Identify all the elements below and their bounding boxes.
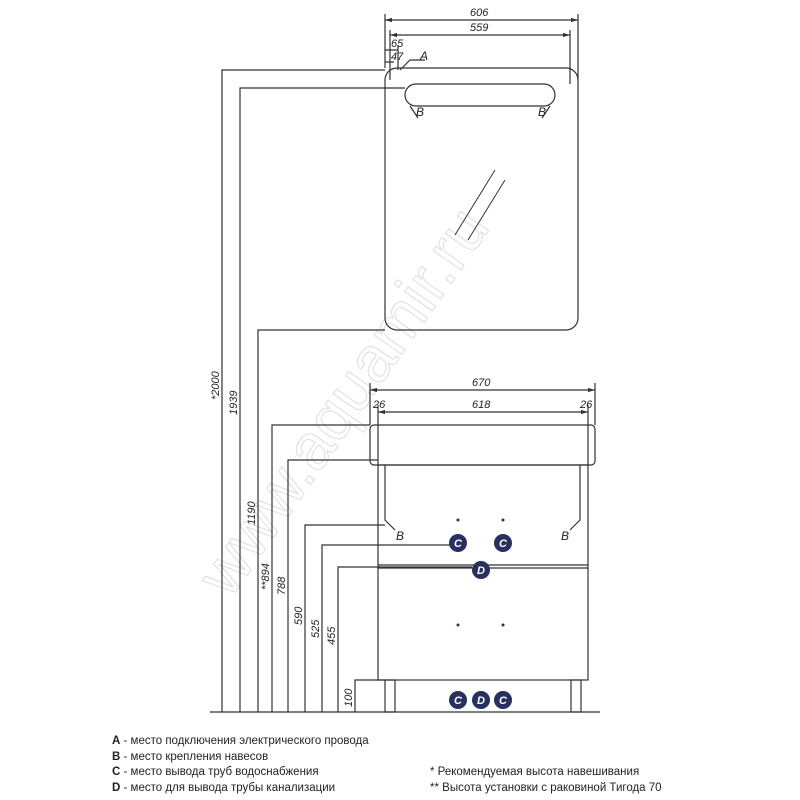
marker-d [472, 561, 490, 579]
legend-key: B [112, 750, 121, 763]
dim-side-left: 26 [372, 399, 386, 411]
legend-item-a: A - место подключения электрического про… [112, 734, 369, 750]
mirror-outline [384, 67, 579, 331]
marker-c-label: C [454, 695, 463, 707]
height-455: 455 [326, 626, 338, 645]
note-install-height: ** Высота установки с раковиной Тигода 7… [430, 781, 662, 794]
legend-key: C [112, 766, 121, 778]
marker-d [472, 691, 490, 709]
dim-mirror-width: 606 [470, 7, 489, 19]
marker-c-label: C [499, 695, 508, 707]
legend: A - место подключения электрического про… [112, 734, 369, 796]
marker-c [449, 691, 467, 709]
height-1939: 1939 [228, 391, 240, 415]
dim-mirror-inner: 559 [470, 22, 488, 34]
sink-top [369, 424, 596, 466]
leg-right [570, 679, 582, 713]
marker-d-label: D [477, 695, 485, 707]
marker-c-label: C [454, 538, 463, 550]
height-525: 525 [310, 619, 322, 638]
height-894: **894 [260, 563, 272, 590]
marker-c [494, 691, 512, 709]
notes: * Рекомендуемая высота навешивания ** Вы… [430, 765, 662, 796]
point-a-label: A [419, 49, 428, 63]
legend-item-b: B - место крепления навесов [112, 750, 369, 766]
legend-item-d: D - место для вывода трубы канализации [112, 781, 369, 797]
hook-b-label: B [396, 529, 404, 543]
height-590: 590 [293, 606, 305, 625]
note-recommended-height: * Рекомендуемая высота навешивания [430, 766, 640, 778]
dim-cabinet-inner: 618 [472, 399, 491, 411]
leg-left [384, 679, 396, 713]
hook-b-label: B [538, 105, 546, 119]
height-788: 788 [276, 576, 288, 595]
height-2000: *2000 [210, 370, 222, 400]
hook-b-label: B [561, 529, 569, 543]
height-100: 100 [343, 688, 355, 707]
marker-c-label: C [499, 538, 508, 550]
mirror-glare [454, 169, 506, 241]
legend-text: - место для вывода трубы канализации [120, 781, 336, 794]
dim-offset-47: 47 [391, 51, 404, 63]
legend-text: - место крепления навесов [120, 750, 269, 763]
legend-key: A [112, 735, 121, 747]
cabinet-body [377, 464, 589, 681]
legend-text: - место подключения электрического прово… [120, 735, 369, 747]
marker-c [494, 534, 512, 552]
legend-text: - место вывода труб водоснабжения [120, 766, 319, 778]
marker-d-label: D [477, 565, 485, 577]
hook-b-label: B [416, 105, 424, 119]
marker-c [449, 534, 467, 552]
dim-offset-65: 65 [391, 38, 404, 50]
legend-item-c: C - место вывода труб водоснабжения [112, 765, 369, 781]
mirror-light-bar [404, 83, 556, 107]
height-1190: 1190 [246, 500, 258, 525]
dim-cabinet-width: 670 [472, 377, 491, 389]
dim-side-right: 26 [579, 399, 593, 411]
legend-key: D [112, 781, 121, 794]
